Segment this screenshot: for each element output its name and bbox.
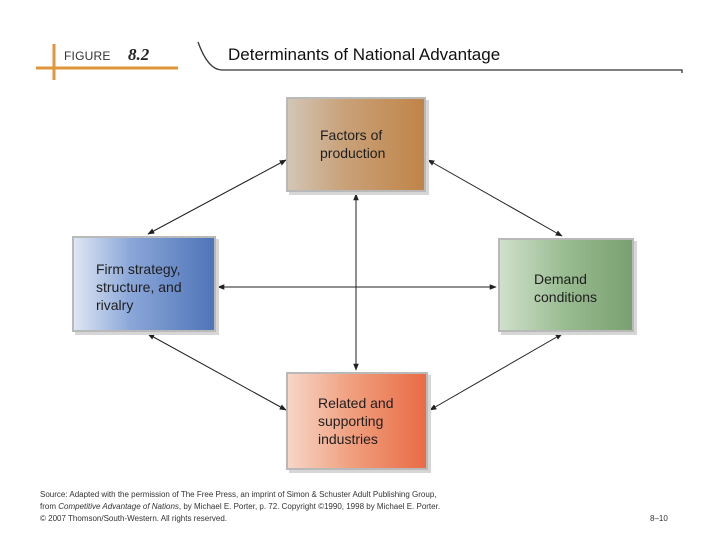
title-underline bbox=[197, 41, 683, 73]
figure-label: FIGURE bbox=[64, 49, 111, 63]
box-firm-label: Firm strategy, structure, and rivalry bbox=[96, 261, 182, 313]
copyright-notice: © 2007 Thomson/South-Western. All rights… bbox=[40, 514, 228, 523]
connector-demand-related bbox=[429, 333, 563, 411]
connector-factors-demand bbox=[427, 159, 563, 237]
source-line-2: from Competitive Advantage of Nations, b… bbox=[40, 501, 440, 513]
source-line-2-suffix: , by Michael E. Porter, p. 72. Copyright… bbox=[178, 502, 441, 511]
box-factors-of-production: Factors of production bbox=[286, 97, 426, 192]
page-title: Determinants of National Advantage bbox=[228, 45, 501, 64]
source-book-title: Competitive Advantage of Nations bbox=[58, 502, 179, 511]
source-line-1: Source: Adapted with the permission of T… bbox=[40, 490, 437, 499]
source-note: Source: Adapted with the permission of T… bbox=[40, 489, 440, 513]
box-related-industries: Related and supporting industries bbox=[286, 372, 428, 470]
box-demand-conditions: Demand conditions bbox=[498, 238, 634, 332]
box-related-label: Related and supporting industries bbox=[318, 395, 394, 447]
box-demand-label: Demand conditions bbox=[534, 271, 598, 305]
box-firm-strategy: Firm strategy, structure, and rivalry bbox=[72, 236, 216, 332]
source-line-2-prefix: from bbox=[40, 502, 59, 511]
box-factors-label: Factors of production bbox=[320, 127, 386, 161]
page-number: 8–10 bbox=[650, 514, 668, 523]
connector-firm-related bbox=[147, 333, 287, 411]
figure-number: 8.2 bbox=[128, 45, 150, 64]
connector-factors-firm bbox=[147, 159, 287, 235]
